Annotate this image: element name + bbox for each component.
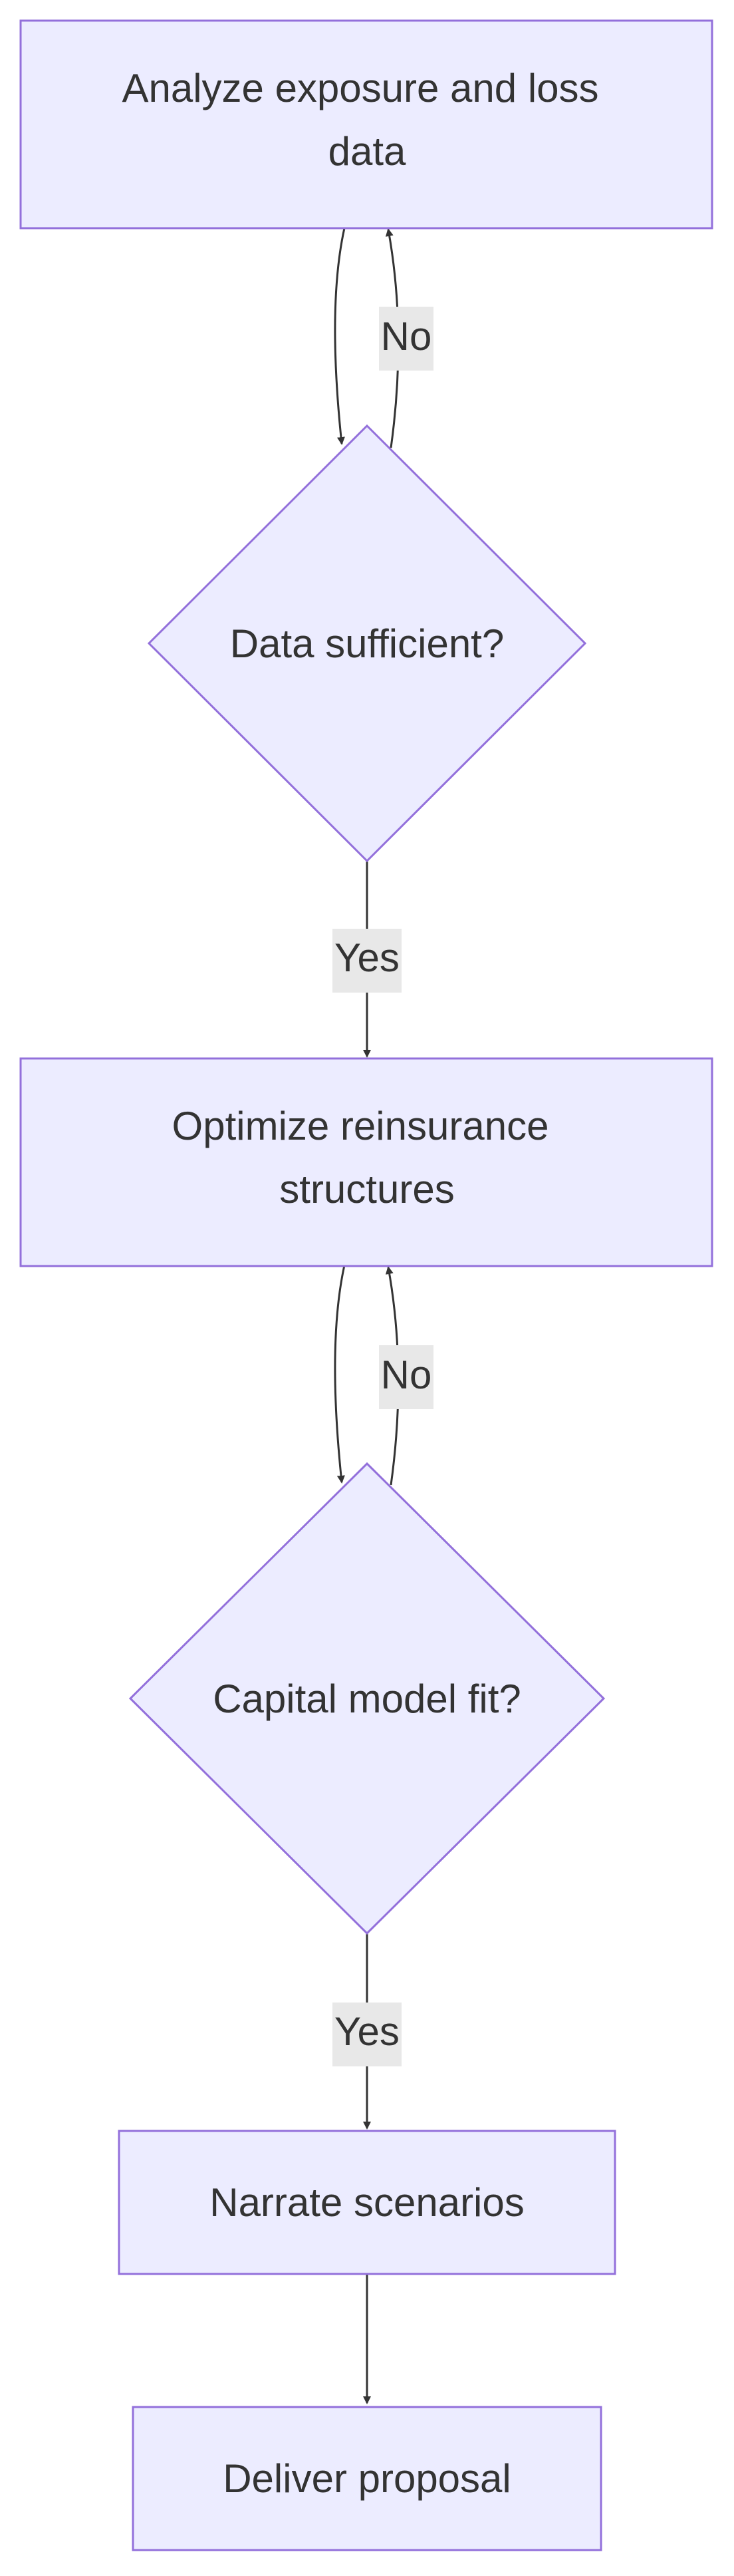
edge-label-bg <box>332 929 402 993</box>
node-deliver: Deliver proposal <box>132 2406 602 2551</box>
node-analyze-label-line2: data <box>328 129 406 174</box>
node-optimize-label-line1: Optimize reinsurance <box>172 1104 549 1148</box>
edge-label-text: No <box>381 314 432 359</box>
node-narrate-label: Narrate scenarios <box>209 2180 525 2225</box>
node-data-sufficient: Data sufficient? <box>147 424 587 863</box>
decision-diamond <box>147 424 587 863</box>
node-capital-fit: Capital model fit? <box>128 1462 606 1935</box>
process-box <box>118 2130 616 2275</box>
node-narrate: Narrate scenarios <box>118 2130 616 2275</box>
edge-label-capital-no: No <box>379 1345 433 1409</box>
node-analyze: Analyze exposure and loss data <box>19 19 713 230</box>
edge-optimize-to-capital-fit <box>334 1265 346 1484</box>
edge-label-text: Yes <box>334 935 400 980</box>
edge-label-text: No <box>381 1353 432 1397</box>
edge-label-capital-yes: Yes <box>332 2003 402 2066</box>
process-box <box>19 1057 713 1267</box>
node-capital-fit-label: Capital model fit? <box>213 1677 521 1721</box>
decision-diamond <box>128 1462 606 1935</box>
edge-label-sufficient-no: No <box>379 307 433 371</box>
edge-analyze-to-data-sufficient <box>334 228 346 445</box>
node-optimize: Optimize reinsurance structures <box>19 1057 713 1267</box>
node-data-sufficient-label: Data sufficient? <box>230 621 504 666</box>
edge-label-sufficient-yes: Yes <box>332 929 402 993</box>
node-optimize-label-line2: structures <box>279 1167 454 1211</box>
edge-label-bg <box>332 2003 402 2066</box>
edge-label-bg <box>379 307 433 371</box>
node-analyze-label-line1: Analyze exposure and loss <box>122 66 598 110</box>
process-box <box>132 2406 602 2551</box>
node-deliver-label: Deliver proposal <box>223 2456 511 2501</box>
process-box <box>19 19 713 230</box>
edge-label-bg <box>379 1345 433 1409</box>
edge-label-text: Yes <box>334 2009 400 2054</box>
